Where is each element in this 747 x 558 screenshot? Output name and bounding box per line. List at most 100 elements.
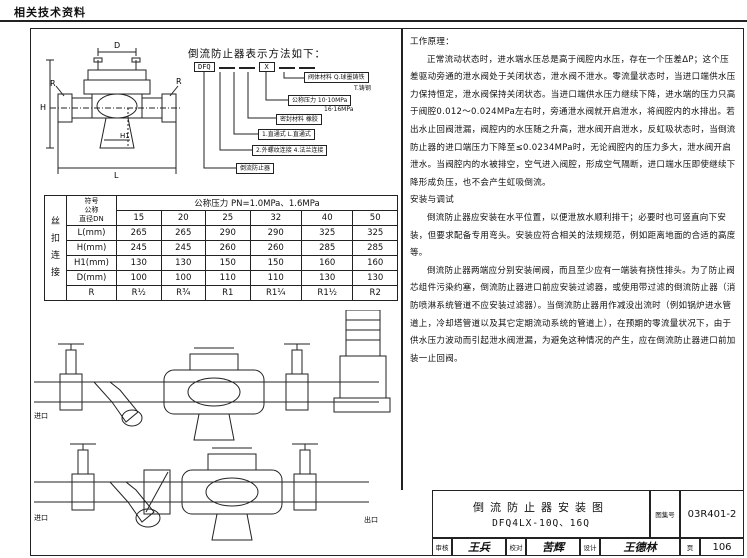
table-row-label: D(mm) <box>66 270 117 286</box>
table-cell: 160 <box>300 255 354 271</box>
table-cell: 290 <box>205 225 251 241</box>
table-row: H(mm) 245 245 260 260 285 285 <box>45 240 398 256</box>
table-pressure-header: 公称压力 PN=1.0MPa、1.6MPa <box>116 195 398 211</box>
table-cell: R½ <box>116 285 162 301</box>
dim-l-label: L <box>114 171 119 180</box>
legend-name: 倒流防止器 <box>236 163 275 174</box>
code-part: DFQ <box>194 62 215 72</box>
table-row: H1(mm) 130 130 150 150 160 160 <box>45 255 398 271</box>
table-cell: 245 <box>116 240 162 256</box>
design-signature: 王德林 <box>600 538 680 556</box>
install-heading: 安装与调试 <box>410 195 455 206</box>
install-paragraph-2: 倒流防止器两端应分别安装闸阀，而且至少应有一端装有挠性排头。为了防止阀芯组件污染… <box>410 265 736 364</box>
valve-dimension-drawing: D R R H H1 L <box>40 41 182 180</box>
header-rule <box>0 20 747 22</box>
table-cell: 130 <box>352 270 398 286</box>
principle-heading: 工作原理： <box>410 37 455 47</box>
review-signature: 王兵 <box>452 538 506 556</box>
table-cell: 150 <box>205 255 251 271</box>
legend-pressure: 公称压力 10·10MPa <box>288 95 352 106</box>
inlet-label-bottom: 进口 <box>34 514 48 522</box>
drawing-frame <box>30 28 744 556</box>
outlet-label-bottom: 出口 <box>364 515 378 524</box>
principle-paragraph: 正常流动状态时，进水端水压总是高于阀腔内水压，存在一个压差ΔP；这个压差驱动旁通… <box>410 54 736 188</box>
table-cell: R1¼ <box>249 285 302 301</box>
table-corner: 符号公称直径DN <box>66 195 117 226</box>
legend-body-material-2: T.铸钢 <box>354 85 371 92</box>
code-part <box>298 67 315 69</box>
code-part <box>278 67 295 69</box>
legend-seal: 密封材料 橡胶 <box>276 114 322 125</box>
title-cell: 倒流防止器安装图 DFQ4LX-10Q、16Q <box>432 490 650 538</box>
table-cell: 160 <box>352 255 398 271</box>
table-cell: 265 <box>116 225 162 241</box>
drawing-title: 倒流防止器安装图 <box>473 501 609 514</box>
check-label: 校对 <box>506 538 526 556</box>
legend-connect: 2.外螺纹连接 4.法兰连接 <box>252 145 328 156</box>
spec-table: 丝 扣 连 接 符号公称直径DN 公称压力 PN=1.0MPa、1.6MPa 1… <box>44 195 398 301</box>
table-cell: 32 <box>249 210 302 226</box>
table-cell: 100 <box>160 270 206 286</box>
code-part <box>238 67 255 69</box>
table-cell: 130 <box>160 255 206 271</box>
table-cell: 245 <box>160 240 206 256</box>
legend-structure: 1.直通式 L.直通式 <box>258 129 315 140</box>
table-cell: 40 <box>300 210 354 226</box>
table-cell: 150 <box>249 255 302 271</box>
page-number: 106 <box>700 538 744 556</box>
table-side-label: 丝 扣 连 接 <box>44 195 67 301</box>
code-part <box>218 67 235 69</box>
table-cell: 25 <box>205 210 251 226</box>
table-cell: 265 <box>160 225 206 241</box>
table-cell: R1 <box>205 285 251 301</box>
table-cell: 110 <box>249 270 302 286</box>
design-label: 设计 <box>580 538 600 556</box>
dim-r-right-label: R <box>176 77 182 86</box>
legend-body-material: 阀体材料 Q.球墨铸铁 <box>304 72 369 83</box>
table-cell: 260 <box>249 240 302 256</box>
scheme-title: 倒流防止器表示方法如下： <box>188 48 326 60</box>
table-row-label: H(mm) <box>66 240 117 256</box>
title-block: 倒流防止器安装图 DFQ4LX-10Q、16Q 图集号 03R401-2 审核 … <box>432 490 744 556</box>
table-row-label: H1(mm) <box>66 255 117 271</box>
header-label: 相关技术资料 <box>14 6 86 19</box>
table-cell: 130 <box>116 255 162 271</box>
table-cell: R1½ <box>300 285 354 301</box>
table-cell: R2 <box>352 285 398 301</box>
table-cell: 20 <box>160 210 206 226</box>
principle-text: 工作原理： 正常流动状态时，进水端水压总是高于阀腔内水压，存在一个压差ΔP；这个… <box>410 34 736 368</box>
table-cell: 260 <box>205 240 251 256</box>
dim-h1-label: H1 <box>120 132 130 140</box>
check-signature: 苦辉 <box>526 538 580 556</box>
table-row-label: L(mm) <box>66 225 117 241</box>
table-row: D(mm) 100 100 110 110 130 130 <box>45 270 398 286</box>
code-part: X <box>258 62 275 72</box>
inlet-label-top: 进口 <box>34 412 48 420</box>
dim-h-label: H <box>40 103 46 112</box>
designation-code: DFQ X <box>194 62 319 72</box>
table-cell: 50 <box>352 210 398 226</box>
table-cell: 325 <box>300 225 354 241</box>
table-cell: 285 <box>300 240 354 256</box>
table-cell: 130 <box>300 270 354 286</box>
table-row: R R½ R¾ R1 R1¼ R1½ R2 <box>45 285 398 301</box>
install-paragraph: 倒流防止器应安装在水平位置，以便泄放水顺利排干；必要时也可竖直向下安装，但要求配… <box>410 212 736 259</box>
page-label: 页 <box>680 538 700 556</box>
center-divider <box>401 28 403 490</box>
scheme-leader-lines <box>203 72 304 169</box>
legend-pressure-2: 16·16MPa <box>324 106 354 113</box>
table-row-label: R <box>66 285 117 301</box>
table-cell: 100 <box>116 270 162 286</box>
table-row: L(mm) 265 265 290 290 325 325 <box>45 225 398 241</box>
dim-r-left-label: R <box>50 79 56 88</box>
table-cell: 285 <box>352 240 398 256</box>
review-label: 审核 <box>432 538 452 556</box>
drawing-model: DFQ4LX-10Q、16Q <box>492 518 590 529</box>
atlas-label: 图集号 <box>650 490 680 538</box>
table-cell: 110 <box>205 270 251 286</box>
table-cell: 15 <box>116 210 162 226</box>
dim-d-label: D <box>114 41 120 50</box>
installation-diagram: 进口 出口 进口 <box>34 310 391 541</box>
table-cell: R¾ <box>160 285 206 301</box>
table-cell: 290 <box>249 225 302 241</box>
